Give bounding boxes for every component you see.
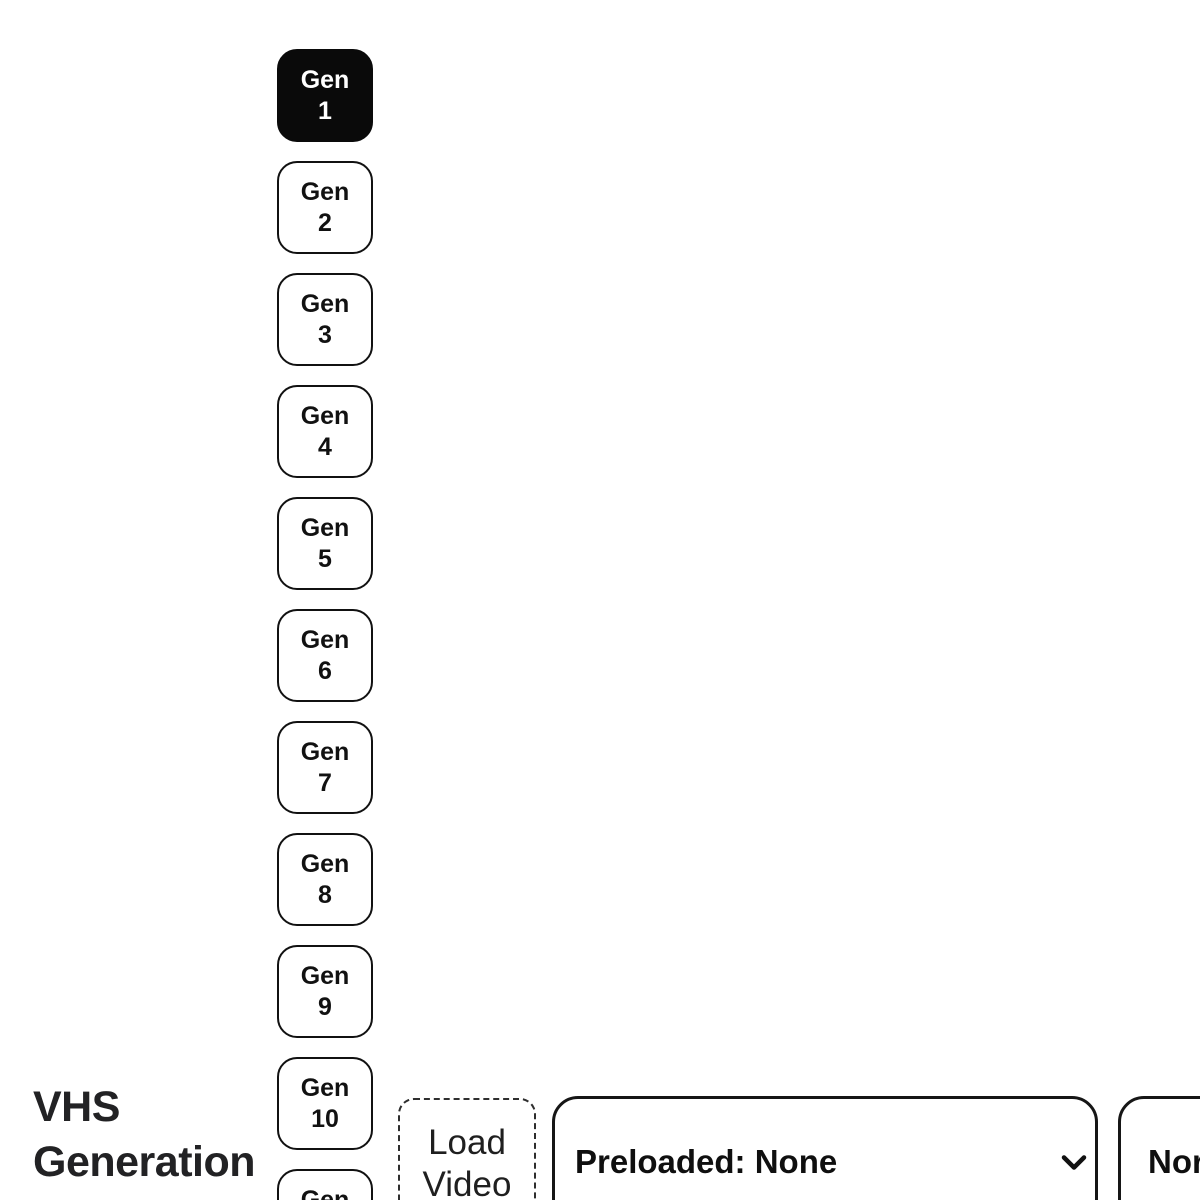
gen-button-10[interactable]: Gen 10 xyxy=(277,1057,373,1150)
gen-button-label: Gen xyxy=(300,65,350,94)
vhs-generation-label: VHS Generation xyxy=(33,1083,256,1186)
gen-button-number: 5 xyxy=(318,544,332,573)
generation-button-group: Gen 1 Gen 2 Gen 3 Gen 4 Gen 5 Gen 6 Gen … xyxy=(277,49,373,1200)
chevron-down-icon xyxy=(1061,1154,1087,1170)
gen-button-number: 10 xyxy=(311,1104,339,1133)
gen-button-label: Gen xyxy=(300,1185,350,1200)
normal-mode-label: Normal xyxy=(1148,1143,1200,1180)
gen-button-1[interactable]: Gen 1 xyxy=(277,49,373,142)
gen-button-label: Gen xyxy=(300,625,350,654)
gen-button-number: 7 xyxy=(318,768,332,797)
normal-mode-box[interactable]: Normal xyxy=(1118,1096,1200,1200)
preloaded-dropdown[interactable]: Preloaded: None xyxy=(552,1096,1098,1200)
gen-button-label: Gen xyxy=(300,177,350,206)
gen-button-number: 4 xyxy=(318,432,332,461)
preloaded-dropdown-value: Preloaded: None xyxy=(575,1143,838,1180)
gen-button-label: Gen xyxy=(300,401,350,430)
gen-button-11[interactable]: Gen 11 xyxy=(277,1169,373,1200)
gen-button-6[interactable]: Gen 6 xyxy=(277,609,373,702)
gen-button-label: Gen xyxy=(300,513,350,542)
gen-button-3[interactable]: Gen 3 xyxy=(277,273,373,366)
gen-button-number: 9 xyxy=(318,992,332,1021)
gen-button-label: Gen xyxy=(300,289,350,318)
gen-button-number: 2 xyxy=(318,208,332,237)
gen-button-9[interactable]: Gen 9 xyxy=(277,945,373,1038)
gen-button-5[interactable]: Gen 5 xyxy=(277,497,373,590)
gen-button-7[interactable]: Gen 7 xyxy=(277,721,373,814)
gen-button-label: Gen xyxy=(300,961,350,990)
gen-button-label: Gen xyxy=(300,1073,350,1102)
gen-button-number: 1 xyxy=(318,96,332,125)
gen-button-number: 6 xyxy=(318,656,332,685)
gen-button-label: Gen xyxy=(300,737,350,766)
gen-button-label: Gen xyxy=(300,849,350,878)
gen-button-8[interactable]: Gen 8 xyxy=(277,833,373,926)
gen-button-2[interactable]: Gen 2 xyxy=(277,161,373,254)
load-video-button-label: Load Video xyxy=(422,1123,512,1200)
gen-button-number: 8 xyxy=(318,880,332,909)
gen-button-number: 3 xyxy=(318,320,332,349)
load-video-button[interactable]: Load Video xyxy=(398,1098,536,1200)
gen-button-4[interactable]: Gen 4 xyxy=(277,385,373,478)
